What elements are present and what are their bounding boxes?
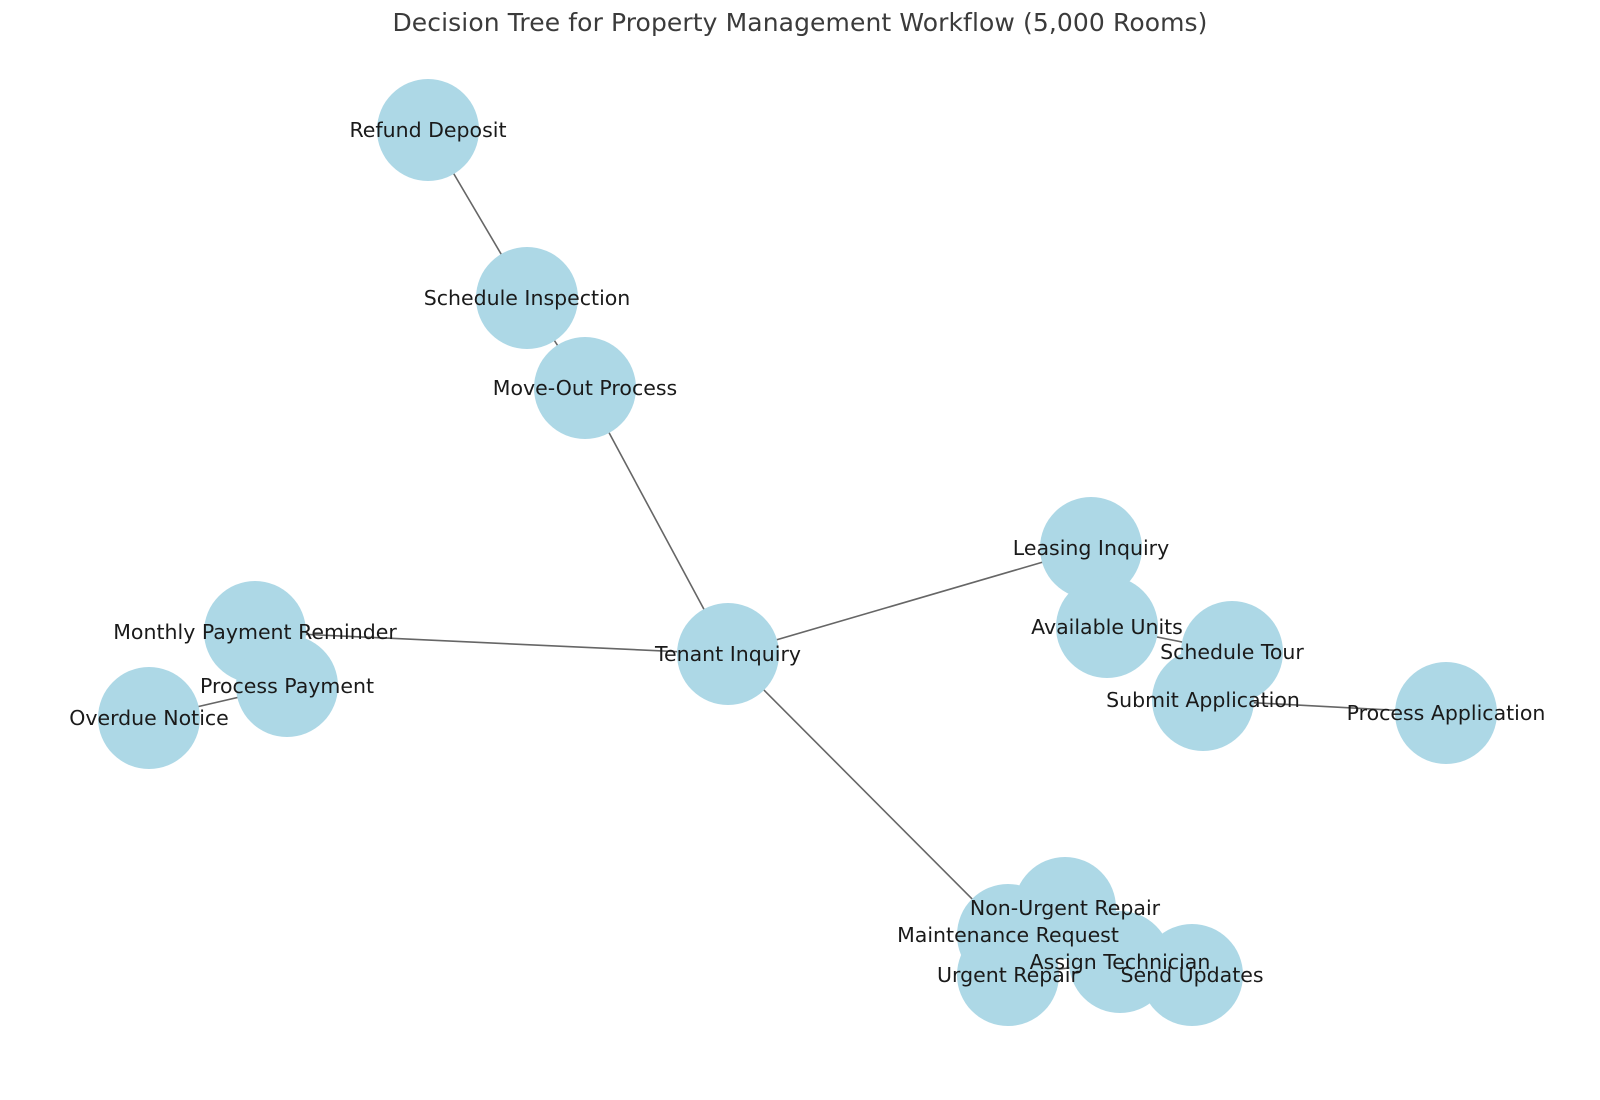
graph-node-leasing-inquiry[interactable] [1040,497,1142,599]
edge-layer [148,129,1447,976]
graph-node-refund-deposit[interactable] [377,79,479,181]
graph-node-move-out-process[interactable] [534,337,636,439]
graph-node-overdue-notice[interactable] [98,667,200,769]
graph-node-tenant-inquiry[interactable] [677,603,779,705]
page-title: Decision Tree for Property Management Wo… [392,8,1208,37]
node-layer [98,79,1497,1026]
graph-node-submit-application[interactable] [1152,649,1254,751]
graph-node-send-updates[interactable] [1141,924,1243,1026]
graph-node-process-payment[interactable] [236,635,338,737]
graph-edge [254,631,729,655]
graph-node-urgent-repair[interactable] [957,924,1059,1026]
graph-node-schedule-inspection[interactable] [476,247,578,349]
graph-node-available-units[interactable] [1056,576,1158,678]
graph-edge [727,547,1092,655]
graph-edge [727,653,1009,936]
graph-node-process-application[interactable] [1395,662,1497,764]
